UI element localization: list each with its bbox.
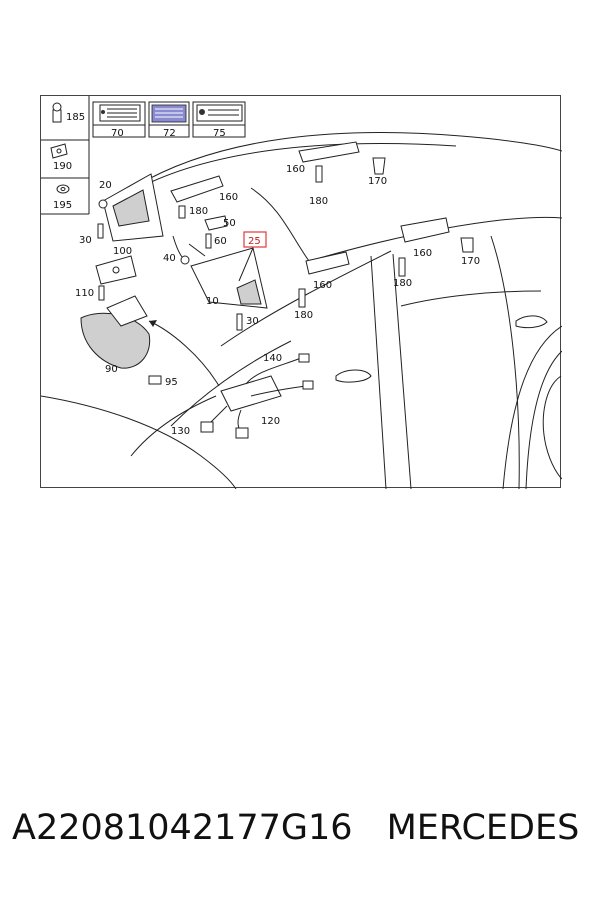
bulb-95 (148, 375, 162, 385)
visor-bracket-100 (95, 255, 137, 285)
car-body-outline (41, 132, 562, 489)
callout-140: 140 (263, 353, 282, 364)
callout-130: 130 (171, 426, 190, 437)
highlight-box-25 (243, 231, 267, 248)
callout-120: 120 (261, 416, 280, 427)
parts-diagram: 185 190 195 70 72 (40, 95, 562, 489)
callout-70: 70 (111, 128, 124, 139)
callout-170-b: 170 (461, 256, 480, 267)
callout-90: 90 (105, 364, 118, 375)
callout-10: 10 (206, 296, 219, 307)
callout-180-a: 180 (189, 206, 208, 217)
grab-handle-door-rear (398, 217, 474, 277)
callout-160-a: 160 (219, 192, 238, 203)
legend-column: 185 190 195 (41, 96, 90, 215)
callout-195: 195 (53, 200, 72, 211)
screw-110 (98, 285, 105, 301)
part-number: A22081042177G16 (12, 808, 353, 848)
screw-60 (205, 233, 212, 249)
callout-170-a: 170 (368, 176, 387, 187)
exploded-view-drawing: 185 190 195 70 72 (41, 96, 562, 489)
visor-cable-40 (172, 235, 190, 265)
callout-72: 72 (163, 128, 176, 139)
arrow-head (149, 320, 157, 327)
washer-icon (56, 184, 70, 194)
part-caption: A22081042177G16 MERCEDES (12, 808, 592, 858)
callout-110: 110 (75, 288, 94, 299)
callout-160-b: 160 (286, 164, 305, 175)
callout-180-b: 180 (309, 196, 328, 207)
callout-30-b: 30 (246, 316, 259, 327)
screw-30-a (97, 223, 104, 239)
callout-160-c: 160 (313, 280, 332, 291)
grab-handle-door-front (298, 251, 350, 308)
callout-180-c: 180 (294, 310, 313, 321)
sun-visor-right (190, 247, 268, 309)
clip-icon (52, 102, 62, 123)
callout-30-a: 30 (79, 235, 92, 246)
callout-95: 95 (165, 377, 178, 388)
grab-handle-roof-rear (298, 141, 386, 183)
callout-100: 100 (113, 246, 132, 257)
callout-190: 190 (53, 161, 72, 172)
label-sticker-70 (92, 101, 146, 138)
door-handle-front (335, 369, 372, 383)
callout-60: 60 (214, 236, 227, 247)
callout-40: 40 (163, 253, 176, 264)
wiring-harness (200, 353, 314, 439)
callout-160-d: 160 (413, 248, 432, 259)
brand-name: MERCEDES (386, 808, 580, 848)
grab-handle-front-left (170, 175, 224, 219)
screw-30-b (236, 313, 243, 331)
door-handle-rear (515, 315, 548, 329)
visor-clip-50 (204, 215, 228, 231)
spring-nut-icon (50, 143, 68, 159)
label-sticker-72 (148, 101, 190, 138)
sun-visor-left (98, 173, 164, 242)
label-sticker-75 (192, 101, 246, 138)
callout-25: 25 (248, 236, 261, 247)
callout-20: 20 (99, 180, 112, 191)
callout-75: 75 (213, 128, 226, 139)
assembly-arrow (148, 320, 220, 387)
mirror-housing-90 (80, 295, 151, 369)
callout-185: 185 (66, 112, 85, 123)
callout-180-d: 180 (393, 278, 412, 289)
callout-50: 50 (223, 218, 236, 229)
